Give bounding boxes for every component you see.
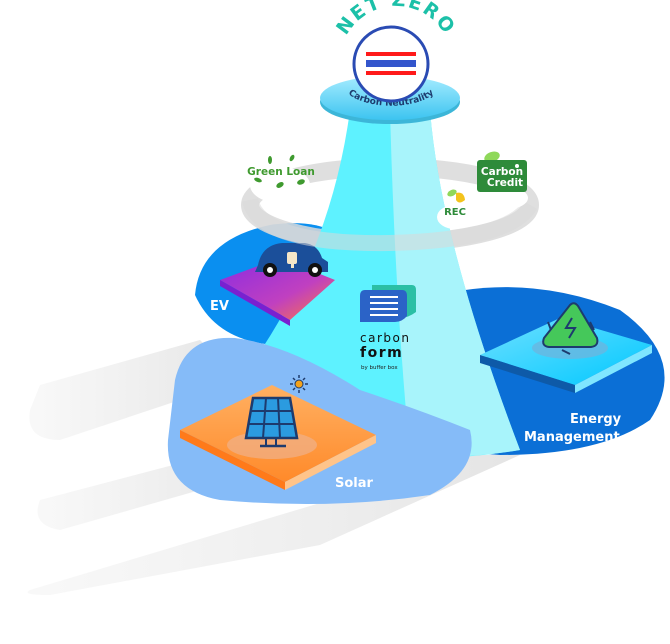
segment-label-solar: Solar [335,476,374,491]
sun-icon [290,375,308,393]
carbon-credit-label-1: Carbon [481,166,523,178]
segment-label-energy: Energy [570,412,622,427]
segment-label-ev: EV [210,299,229,314]
rec-item[interactable]: REC [437,188,473,229]
electric-car-icon [255,243,328,277]
ev-platform [220,258,335,326]
carbon-credit-item[interactable]: Carbon Credit [476,150,528,210]
carbon-form-logo: carbon form by buffer box [360,285,416,371]
segment-label-management: Management [524,430,620,445]
brand-line1: carbon [360,331,410,345]
flag-stripe [366,67,416,71]
recycle-energy-icon [542,302,599,355]
flag-stripe [366,60,416,67]
flag-stripe [366,71,416,75]
rec-label: REC [444,207,466,218]
brand-line2: form [360,345,403,361]
flag-icon [366,52,416,75]
carbon-credit-label-2: Credit [487,177,523,189]
carbon-neutrality-badge: Carbon Neutrality [320,25,460,124]
green-loan-item[interactable]: Green Loan [247,154,315,203]
flag-stripe [366,52,416,56]
lightning-leaf-icon [447,189,465,203]
green-loan-label: Green Loan [247,166,315,178]
flag-stripe [366,56,416,60]
document-icon [360,285,416,322]
solar-panel-icon [244,396,299,448]
brand-tagline: by buffer box [361,365,398,371]
wallet-leaf-icon [477,151,527,192]
leaves-icon [254,154,305,188]
